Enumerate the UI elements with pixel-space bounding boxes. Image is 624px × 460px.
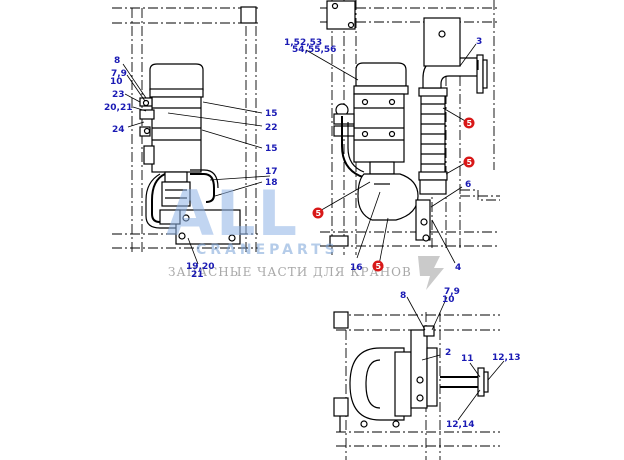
leader-lines bbox=[122, 43, 505, 421]
badge-5-c bbox=[312, 207, 324, 219]
badge-5-b bbox=[463, 156, 475, 168]
callout-7-9-left: 7,9 bbox=[111, 69, 127, 79]
callout-11: 11 bbox=[461, 354, 474, 364]
callout-17: 17 bbox=[265, 167, 278, 177]
callout-19-20: 19,20 bbox=[186, 262, 214, 272]
middle-view bbox=[320, 0, 500, 255]
callout-2: 2 bbox=[445, 348, 451, 358]
watermark-subtitle: CRANEPARTS bbox=[196, 242, 339, 258]
watermark-russian: ЗАПАСНЫЕ ЧАСТИ ДЛЯ КРАНОВ bbox=[168, 265, 412, 279]
callouts: 8 7,9 10 23 20,21 24 15 22 15 17 18 19,2… bbox=[104, 37, 520, 430]
callout-20-21: 20,21 bbox=[104, 103, 132, 113]
hook-icon bbox=[418, 256, 444, 290]
callout-23: 23 bbox=[112, 90, 125, 100]
callout-16: 16 bbox=[350, 263, 363, 273]
callout-18: 18 bbox=[265, 178, 278, 188]
callout-54-55-56: 54,55,56 bbox=[292, 45, 336, 55]
callout-8-bottom: 8 bbox=[400, 291, 406, 301]
callout-1-52-53: 1,52,53 bbox=[284, 38, 322, 48]
bottom-view bbox=[333, 311, 500, 460]
callout-7-9-bottom: 7,9 bbox=[444, 287, 460, 297]
callout-8-left: 8 bbox=[114, 56, 120, 66]
callout-6: 6 bbox=[465, 180, 471, 190]
badge-leaders bbox=[317, 107, 468, 266]
callout-21: 21 bbox=[191, 270, 204, 280]
badge-5-a-label: 5 bbox=[467, 119, 473, 128]
left-view bbox=[112, 6, 258, 255]
callout-12-14: 12,14 bbox=[446, 420, 474, 430]
callout-22: 22 bbox=[265, 123, 278, 133]
callout-24: 24 bbox=[112, 125, 125, 135]
red-badges: 5 5 5 5 bbox=[312, 117, 475, 272]
watermark: ALL CRANEPARTS ЗАПАСНЫЕ ЧАСТИ ДЛЯ КРАНОВ bbox=[166, 177, 444, 290]
badge-5-a bbox=[463, 117, 475, 129]
badge-5-c-label: 5 bbox=[316, 209, 322, 218]
callout-3: 3 bbox=[476, 37, 482, 47]
callout-12-13: 12,13 bbox=[492, 353, 520, 363]
watermark-brand: ALL bbox=[166, 177, 299, 250]
callout-10-bottom: 10 bbox=[442, 295, 455, 305]
badge-5-b-label: 5 bbox=[467, 158, 473, 167]
callout-4: 4 bbox=[455, 263, 461, 273]
badge-5-d bbox=[372, 260, 384, 272]
badge-5-d-label: 5 bbox=[376, 262, 382, 271]
callout-15-top: 15 bbox=[265, 109, 278, 119]
callout-10-left: 10 bbox=[110, 77, 123, 87]
callout-15-bottom: 15 bbox=[265, 144, 278, 154]
